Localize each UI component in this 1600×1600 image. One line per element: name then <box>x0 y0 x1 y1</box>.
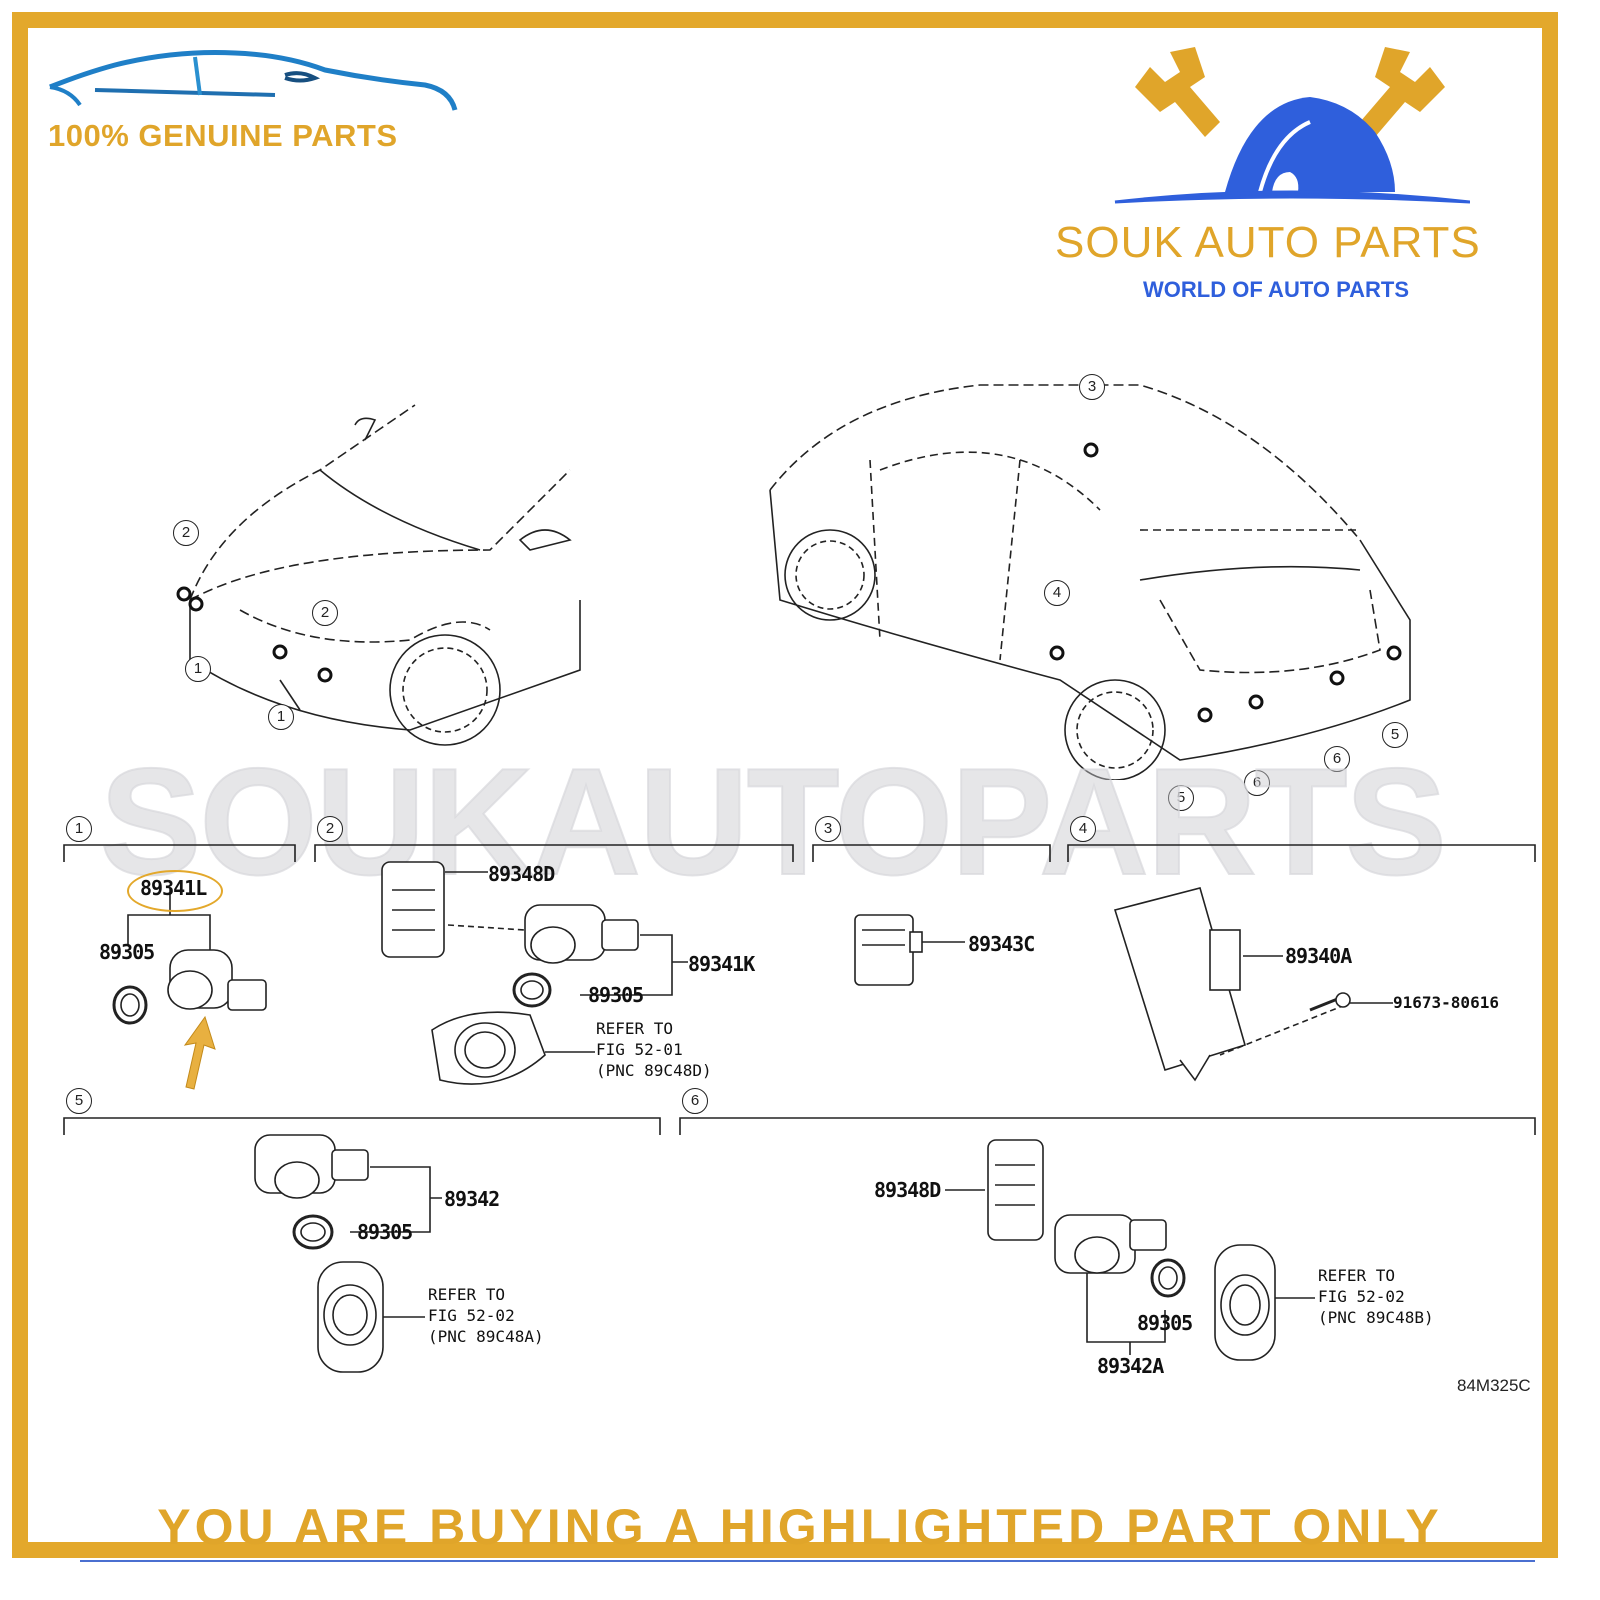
front-sensor-markers <box>176 586 333 683</box>
car-logo-icon <box>49 50 458 111</box>
souk-logo-name: SOUK AUTO PARTS <box>1055 218 1481 267</box>
part-number: 89343C <box>968 932 1035 956</box>
rear-sensor-markers <box>1049 442 1402 723</box>
part-number: 89341K <box>688 952 755 976</box>
refer-note: REFER TO FIG 52-02 (PNC 89C48B) <box>1318 1266 1434 1327</box>
section-number: 6 <box>682 1088 708 1114</box>
part-number: 89305 <box>588 983 644 1007</box>
genuine-parts-tagline: 100% GENUINE PARTS <box>48 118 398 153</box>
section-number: 3 <box>815 816 841 842</box>
highlight-arrow-icon <box>183 1015 216 1090</box>
callout-rear: 6 <box>1244 770 1270 796</box>
part-number: 91673-80616 <box>1393 993 1499 1012</box>
callout-front: 1 <box>268 704 294 730</box>
souk-logo-icon <box>1114 47 1470 204</box>
refer-note: REFER TO FIG 52-02 (PNC 89C48A) <box>428 1285 544 1346</box>
highlighted-part-notice: YOU ARE BUYING A HIGHLIGHTED PART ONLY <box>157 1499 1443 1555</box>
part-number: 89340A <box>1285 944 1352 968</box>
highlight-ring <box>127 870 223 912</box>
callout-rear: 5 <box>1382 722 1408 748</box>
watermark: SOUKAUTOPARTS <box>99 736 1448 908</box>
callout-rear: 3 <box>1079 374 1105 400</box>
part-number: 89305 <box>99 940 155 964</box>
divider <box>80 1560 1535 1562</box>
refer-note: REFER TO FIG 52-01 (PNC 89C48D) <box>596 1019 712 1080</box>
section-number: 4 <box>1070 816 1096 842</box>
souk-logo-subtitle: WORLD OF AUTO PARTS <box>1143 277 1410 302</box>
callout-rear: 4 <box>1044 580 1070 606</box>
part-number: 89342 <box>444 1187 500 1211</box>
callout-front: 2 <box>312 600 338 626</box>
part-number: 89342A <box>1097 1354 1164 1378</box>
part-number: 89305 <box>357 1220 413 1244</box>
part-number: 89348D <box>874 1178 941 1202</box>
part-number-highlighted[interactable]: 89341L <box>140 876 207 900</box>
section-number: 1 <box>66 816 92 842</box>
section-number: 5 <box>66 1088 92 1114</box>
page-frame <box>12 12 1558 1558</box>
callout-rear: 5 <box>1168 785 1194 811</box>
rear-car-illustration <box>769 384 1411 780</box>
callout-front: 2 <box>173 520 199 546</box>
figure-code: 84M325C <box>1457 1376 1531 1395</box>
part-number: 89348D <box>488 862 555 886</box>
part-number: 89305 <box>1137 1311 1193 1335</box>
section-number: 2 <box>317 816 343 842</box>
callout-rear: 6 <box>1324 746 1350 772</box>
callout-front: 1 <box>185 656 211 682</box>
